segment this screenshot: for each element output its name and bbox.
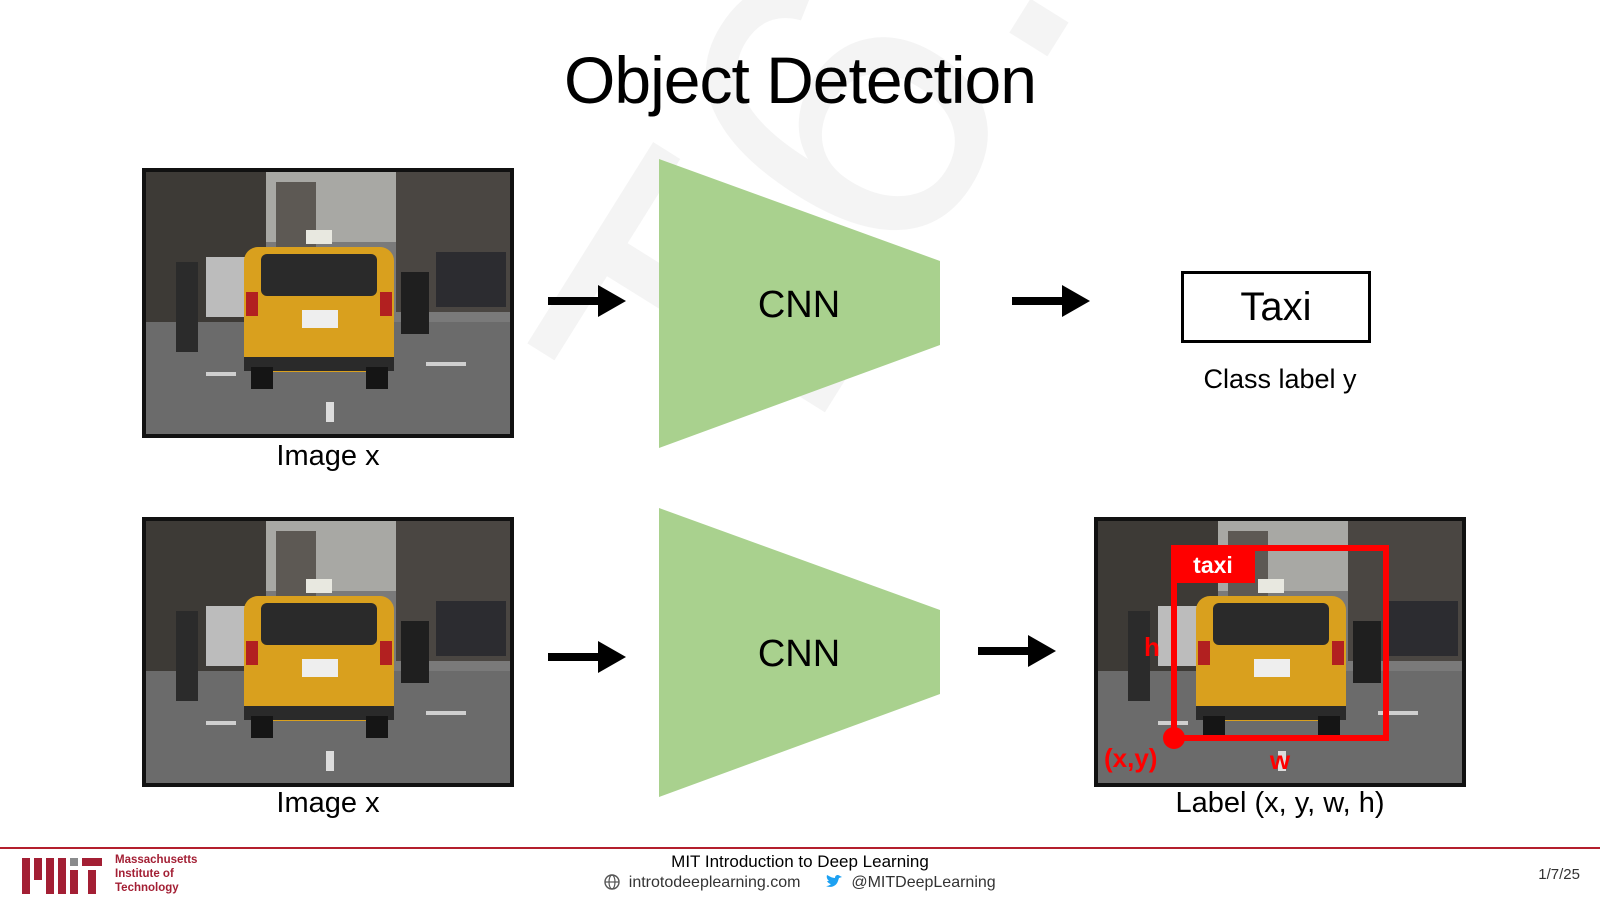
cnn-label-2: CNN (758, 633, 840, 675)
input-caption-2: Image x (276, 787, 380, 819)
twitter-text: @MITDeepLearning (851, 874, 996, 891)
globe-icon (604, 874, 621, 890)
arrow-icon (548, 641, 626, 673)
detection-label-caption: Label (x, y, w, h) (1175, 787, 1385, 819)
footer-divider (0, 847, 1600, 849)
arrow-icon (1012, 285, 1090, 317)
twitter-link[interactable]: @MITDeepLearning (825, 874, 996, 891)
bounding-box: taxi (1163, 545, 1389, 749)
class-label-caption: Class label y (1203, 364, 1357, 394)
website-link[interactable]: introtodeeplearning.com (604, 874, 805, 891)
course-title: MIT Introduction to Deep Learning (671, 852, 929, 871)
footer-links: introtodeeplearning.com @MITDeepLearning (0, 874, 1600, 892)
cnn-block-2: CNN (659, 508, 940, 797)
bbox-class-tag: taxi (1193, 552, 1233, 578)
website-text: introtodeeplearning.com (628, 874, 801, 891)
institution-name: Massachusetts Institute of Technology (115, 853, 197, 895)
bbox-origin-point (1163, 727, 1185, 749)
mit-logo-icon (22, 858, 102, 894)
bbox-origin-label: (x,y) (1104, 743, 1157, 773)
bird-icon (825, 874, 842, 887)
institution-line: Institute of (115, 868, 174, 880)
input-caption-1: Image x (276, 440, 380, 472)
class-output-text: Taxi (1240, 284, 1312, 329)
arrow-icon (978, 635, 1056, 667)
cnn-label-1: CNN (758, 284, 840, 326)
bbox-height-label: h (1144, 632, 1160, 662)
input-image-1 (142, 168, 514, 438)
bbox-width-label: w (1269, 745, 1291, 775)
detection-output-image: taxi h w (x,y) (1094, 517, 1466, 787)
input-image-2 (142, 517, 514, 787)
institution-line: Massachusetts (115, 854, 198, 866)
arrow-icon (548, 285, 626, 317)
slide-title: Object Detection (564, 43, 1037, 117)
cnn-block-1: CNN (659, 159, 940, 448)
slide-date: 1/7/25 (1538, 866, 1580, 883)
institution-line: Technology (115, 882, 179, 894)
class-output-box: Taxi (1181, 271, 1371, 343)
